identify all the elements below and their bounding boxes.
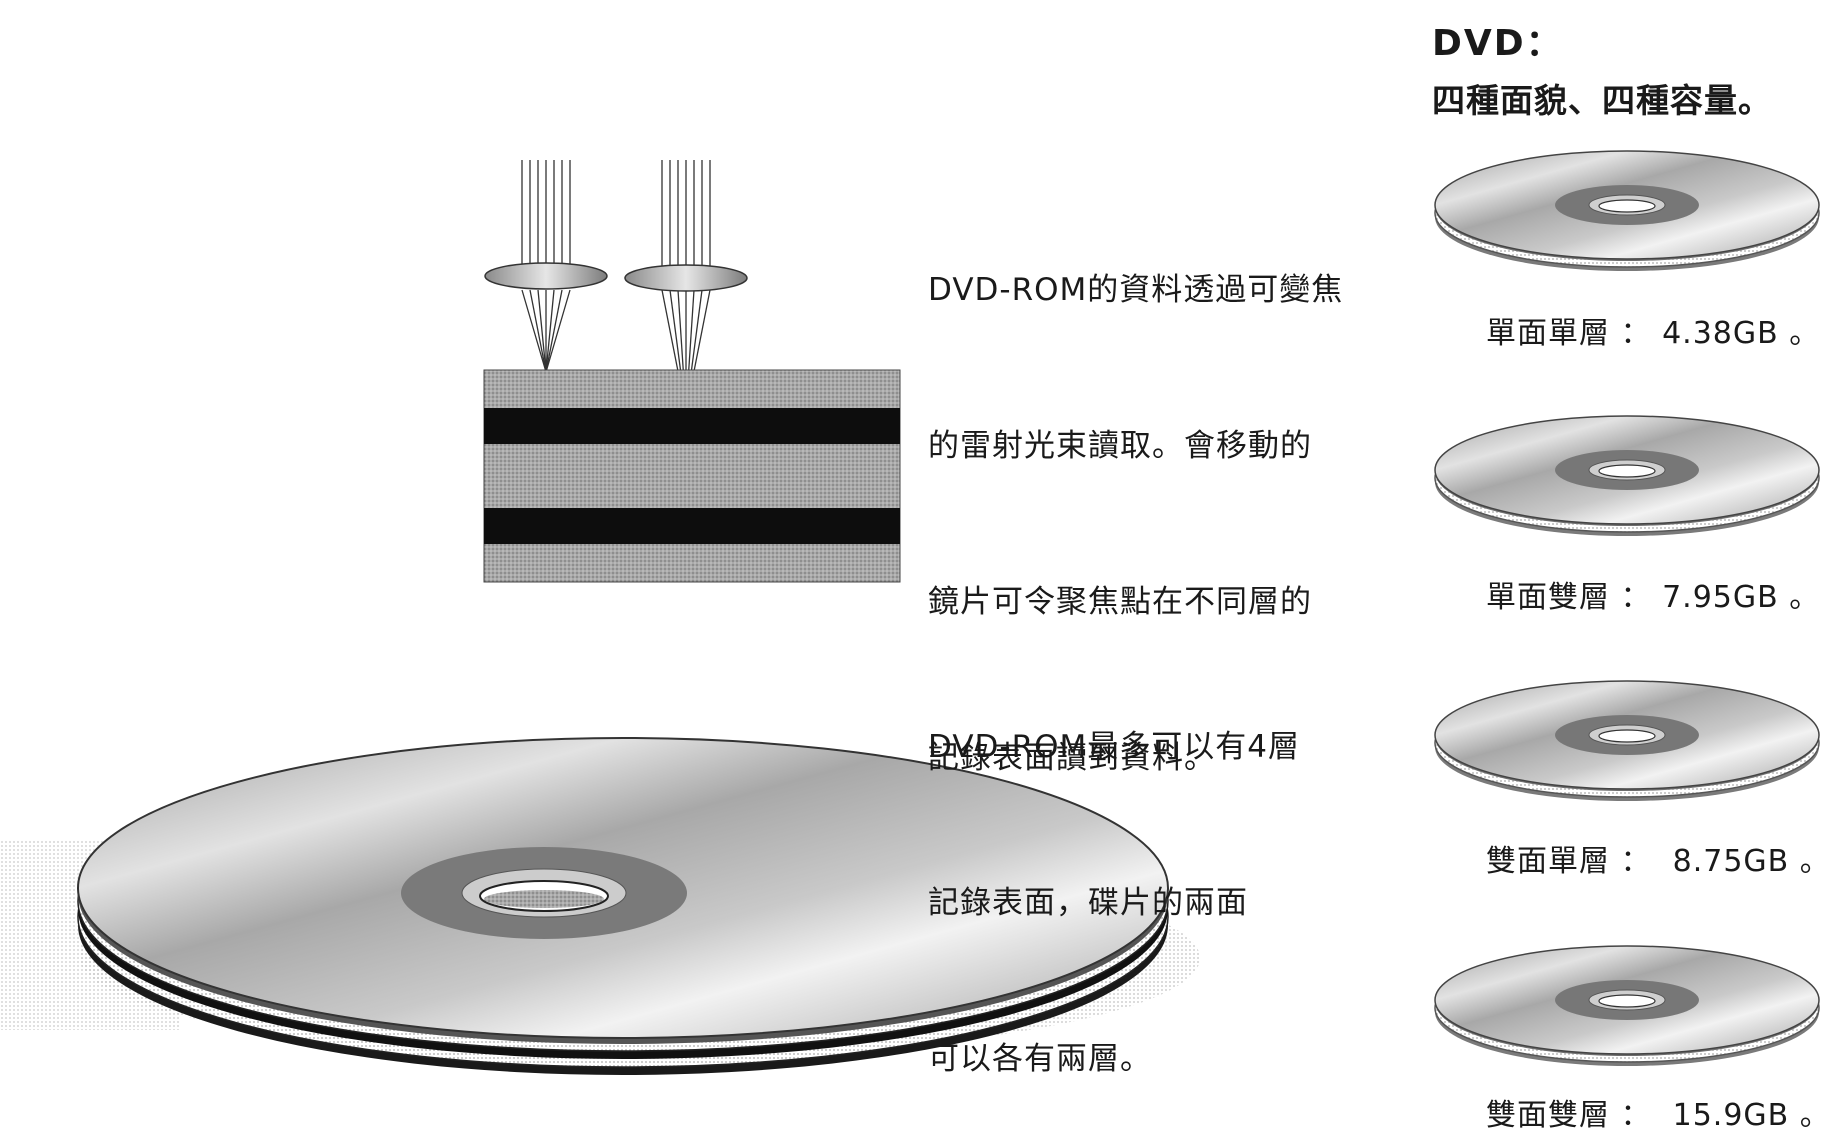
layers-text-line: DVD-ROM最多可以有4層 — [928, 729, 1300, 765]
disc-double-sided-dual-layer — [1434, 945, 1820, 1067]
layers-description: DVD-ROM最多可以有4層 記錄表面，碟片的兩面 可以各有兩層。 — [928, 617, 1300, 1137]
layer-cross-section — [483, 369, 901, 583]
laser-text-line: 鏡片可令聚焦點在不同層的 — [928, 584, 1312, 620]
laser-text-line: DVD-ROM的資料透過可變焦 — [928, 272, 1344, 308]
disc-single-sided-single-layer — [1434, 150, 1820, 272]
page-subtitle: 四種面貌、四種容量。 — [1432, 81, 1772, 120]
layers-text-line: 可以各有兩層。 — [928, 1041, 1152, 1077]
format-caption-ds-dl: 雙面雙層 ： 15.9GB 。 — [1486, 1098, 1831, 1133]
large-disc — [0, 737, 1200, 1075]
lens-right — [624, 264, 748, 292]
format-caption-ds-sl: 雙面單層 ： 8.75GB 。 — [1486, 844, 1831, 879]
layers-text-line: 記錄表面，碟片的兩面 — [928, 885, 1248, 921]
laser-text-line: 記錄表面讀到資料。 — [928, 740, 1216, 776]
laser-text-line: 的雷射光束讀取。會移動的 — [928, 428, 1312, 464]
page-title: DVD： — [1432, 23, 1564, 64]
laser-description: DVD-ROM的資料透過可變焦 的雷射光束讀取。會移動的 鏡片可令聚焦點在不同層… — [928, 160, 1343, 836]
format-caption-ss-sl: 單面單層 ： 4.38GB 。 — [1486, 316, 1821, 351]
disc-double-sided-single-layer — [1434, 680, 1820, 802]
laser-beam-left — [521, 160, 571, 373]
disc-single-sided-dual-layer — [1434, 415, 1820, 537]
format-caption-ss-dl: 單面雙層 ： 7.95GB 。 — [1486, 580, 1821, 615]
lens-left — [484, 262, 608, 290]
